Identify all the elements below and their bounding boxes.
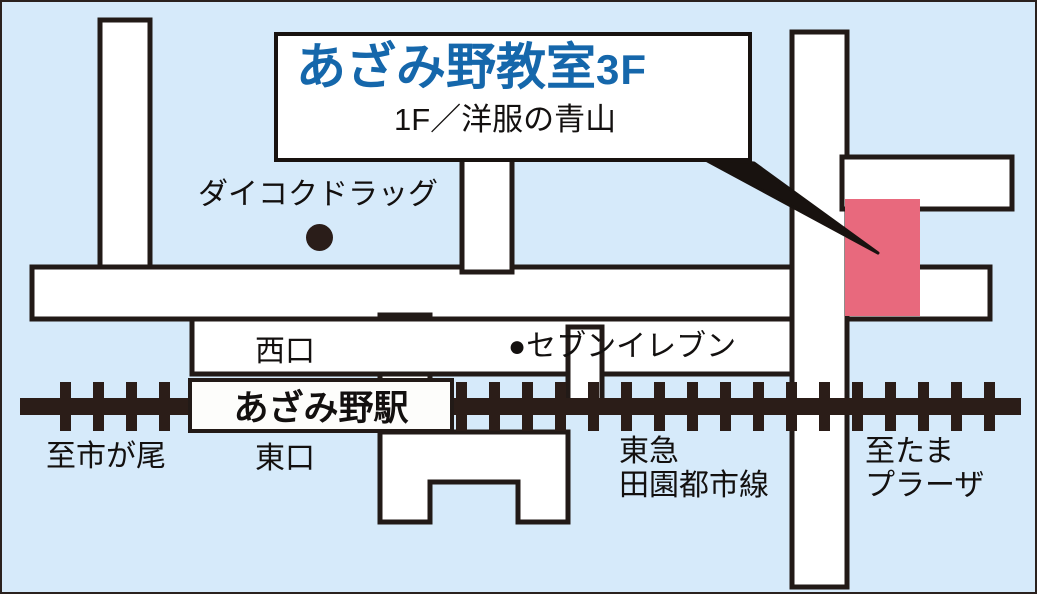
road-horizontal-main: [29, 264, 993, 322]
map-pin-dot-icon-daikoku: [306, 224, 333, 251]
callout-title: あざみ野教室3F: [296, 42, 647, 92]
label-west-exit: 西口: [255, 335, 315, 368]
callout-title-floor: 3F: [596, 46, 648, 93]
station-name: あざみ野駅: [233, 389, 409, 428]
label-to-tama-plaza: 至たま プラーザ: [865, 435, 985, 502]
label-east-exit: 東口: [255, 442, 315, 475]
callout-title-main: あざみ野教室: [296, 39, 596, 95]
road-vertical-left: [97, 17, 153, 270]
label-to-ichigao: 至市が尾: [46, 440, 166, 473]
callout-box: あざみ野教室3F 1F／洋服の青山: [274, 32, 752, 162]
highlighted-building: [845, 199, 920, 316]
road-network: [29, 17, 1015, 590]
road-horizontal-right-spur: [839, 154, 1015, 212]
label-daikoku-drug: ダイコクドラッグ: [198, 178, 438, 211]
label-rail-line: 東急 田園都市線: [619, 435, 769, 502]
label-seven-eleven: ●セブンイレブン: [508, 330, 737, 363]
road-station-plaza-loop: [377, 429, 571, 525]
road-vertical-callout-left: [459, 154, 515, 275]
road-vertical-right: [789, 29, 850, 590]
station-box: あざみ野駅: [188, 378, 454, 433]
railway-track-icon: [20, 382, 1021, 431]
callout-subtitle: 1F／洋服の青山: [394, 102, 617, 137]
